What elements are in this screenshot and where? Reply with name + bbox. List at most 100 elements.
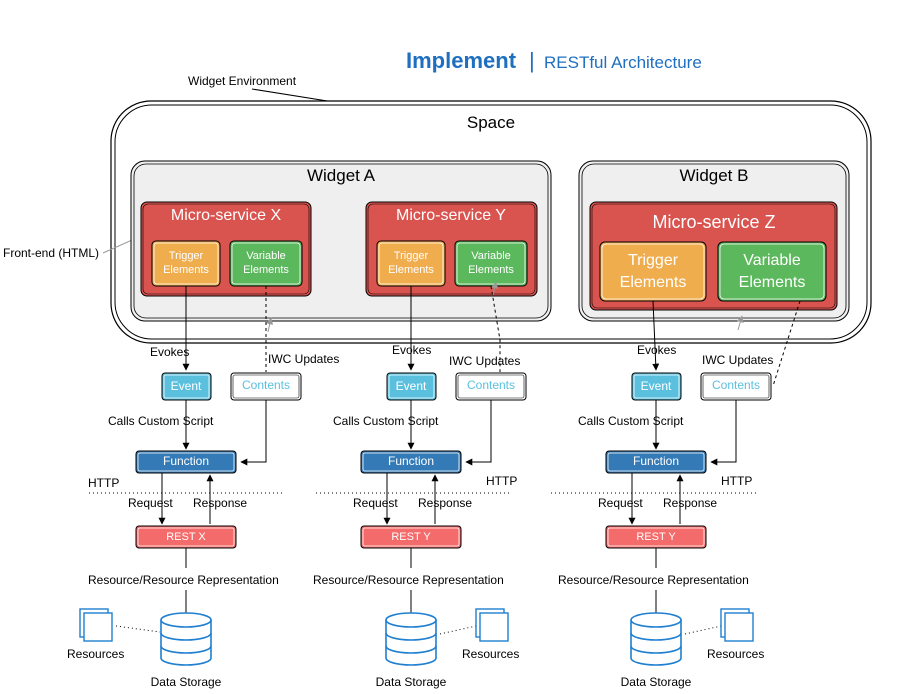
database-icon-z [630, 612, 682, 666]
column-z: Evokes IWC Updates Event Contents Calls … [551, 300, 801, 689]
contents-to-function-y [465, 400, 492, 466]
variable-x-line2: Elements [243, 264, 289, 276]
space-label: Space [467, 113, 515, 132]
trigger-y-line1: Trigger [394, 250, 429, 262]
http-label-x: HTTP [88, 476, 119, 490]
request-label-y: Request [353, 496, 398, 510]
trigger-y-line2: Elements [388, 264, 434, 276]
rest-label-x: REST X [166, 531, 206, 543]
iwc-label-x: IWC Updates [268, 352, 339, 366]
calls-script-label-y: Calls Custom Script [333, 414, 439, 428]
iwc-label-y: IWC Updates [449, 354, 520, 368]
response-label-y: Response [418, 496, 472, 510]
iwc-arrow-y [491, 281, 498, 296]
title-rest: RESTful Architecture [544, 53, 702, 72]
http-label-z: HTTP [721, 474, 752, 488]
iwc-label-z: IWC Updates [702, 353, 773, 367]
rest-label-z: REST Y [636, 531, 676, 543]
widget-a-title: Widget A [307, 166, 376, 185]
resource-rep-label-y: Resource/Resource Representation [313, 573, 504, 587]
function-label-y: Function [388, 454, 434, 468]
calls-script-label-z: Calls Custom Script [578, 414, 684, 428]
contents-label-z: Contents [712, 378, 760, 392]
widget-b-title: Widget B [680, 166, 749, 185]
title-separator: | [529, 48, 535, 73]
microservice-z-title: Micro-service Z [652, 212, 775, 232]
rest-box-x[interactable]: REST X [135, 525, 237, 549]
microservice-y-title: Micro-service Y [396, 207, 506, 224]
event-label-x: Event [171, 379, 202, 393]
front-end-label: Front-end (HTML) [3, 246, 99, 260]
data-storage-label-y: Data Storage [376, 675, 447, 689]
trigger-elements-x[interactable]: Trigger Elements [151, 240, 221, 287]
resources-icon-z [720, 608, 754, 642]
resources-link-z [684, 625, 722, 635]
contents-box-z[interactable]: Contents [700, 372, 772, 401]
title-bold: Implement [406, 48, 517, 73]
function-box-y[interactable]: Function [360, 450, 462, 474]
database-icon-x [160, 612, 212, 666]
event-box-x[interactable]: Event [161, 372, 212, 401]
resource-rep-label-x: Resource/Resource Representation [88, 573, 279, 587]
iwc-arrow-x [266, 317, 274, 333]
variable-y-line1: Variable [471, 250, 511, 262]
function-label-x: Function [163, 454, 209, 468]
event-box-z[interactable]: Event [631, 372, 682, 401]
variable-z-line1: Variable [743, 252, 801, 269]
response-label-z: Response [663, 496, 717, 510]
trigger-z-line2: Elements [620, 274, 687, 291]
contents-box-x[interactable]: Contents [230, 372, 302, 401]
trigger-x-line1: Trigger [169, 250, 204, 262]
contents-box-y[interactable]: Contents [455, 372, 527, 401]
request-label-x: Request [128, 496, 173, 510]
contents-to-function-x [240, 400, 267, 466]
microservice-x-title: Micro-service X [171, 207, 282, 224]
variable-elements-x[interactable]: Variable Elements [229, 240, 303, 287]
contents-label-y: Contents [467, 378, 515, 392]
variable-elements-z[interactable]: Variable Elements [717, 241, 827, 302]
front-end-leader [102, 239, 133, 254]
calls-script-label-x: Calls Custom Script [108, 414, 214, 428]
column-x: Evokes IWC Updates Event Contents Calls … [67, 286, 339, 689]
column-y: Evokes IWC Updates Event Contents Calls … [313, 281, 527, 689]
variable-elements-y[interactable]: Variable Elements [454, 240, 528, 287]
data-storage-label-z: Data Storage [621, 675, 692, 689]
function-box-x[interactable]: Function [135, 450, 237, 474]
trigger-elements-z[interactable]: Trigger Elements [599, 241, 707, 302]
resources-label-y: Resources [462, 647, 519, 661]
rest-box-y[interactable]: REST Y [360, 525, 462, 549]
database-icon-y [385, 612, 437, 666]
rest-label-y: REST Y [391, 531, 431, 543]
event-box-y[interactable]: Event [386, 372, 437, 401]
evokes-label-y: Evokes [392, 343, 431, 357]
event-label-z: Event [641, 379, 672, 393]
rest-box-z[interactable]: REST Y [605, 525, 707, 549]
resources-label-z: Resources [707, 647, 764, 661]
iwc-dashed-y [490, 285, 501, 372]
resource-rep-label-z: Resource/Resource Representation [558, 573, 749, 587]
resources-label-x: Resources [67, 647, 124, 661]
event-label-y: Event [396, 379, 427, 393]
evokes-label-z: Evokes [637, 343, 676, 357]
iwc-arrow-z [736, 315, 744, 331]
trigger-elements-y[interactable]: Trigger Elements [376, 240, 446, 287]
resources-link-y [439, 625, 477, 635]
resources-link-x [115, 625, 161, 633]
resources-icon-y [475, 608, 509, 642]
resources-icon-x [79, 608, 113, 642]
trigger-z-line1: Trigger [628, 252, 679, 269]
iwc-dashed-z [772, 300, 801, 387]
request-label-z: Request [598, 496, 643, 510]
variable-z-line2: Elements [739, 274, 806, 291]
response-label-x: Response [193, 496, 247, 510]
trigger-x-line2: Elements [163, 264, 209, 276]
widget-environment-label: Widget Environment [188, 74, 297, 88]
http-label-y: HTTP [486, 474, 517, 488]
function-box-z[interactable]: Function [605, 450, 707, 474]
evokes-label-x: Evokes [150, 345, 189, 359]
contents-to-function-z [710, 400, 737, 466]
variable-x-line1: Variable [246, 250, 286, 262]
variable-y-line2: Elements [468, 264, 514, 276]
function-label-z: Function [633, 454, 679, 468]
